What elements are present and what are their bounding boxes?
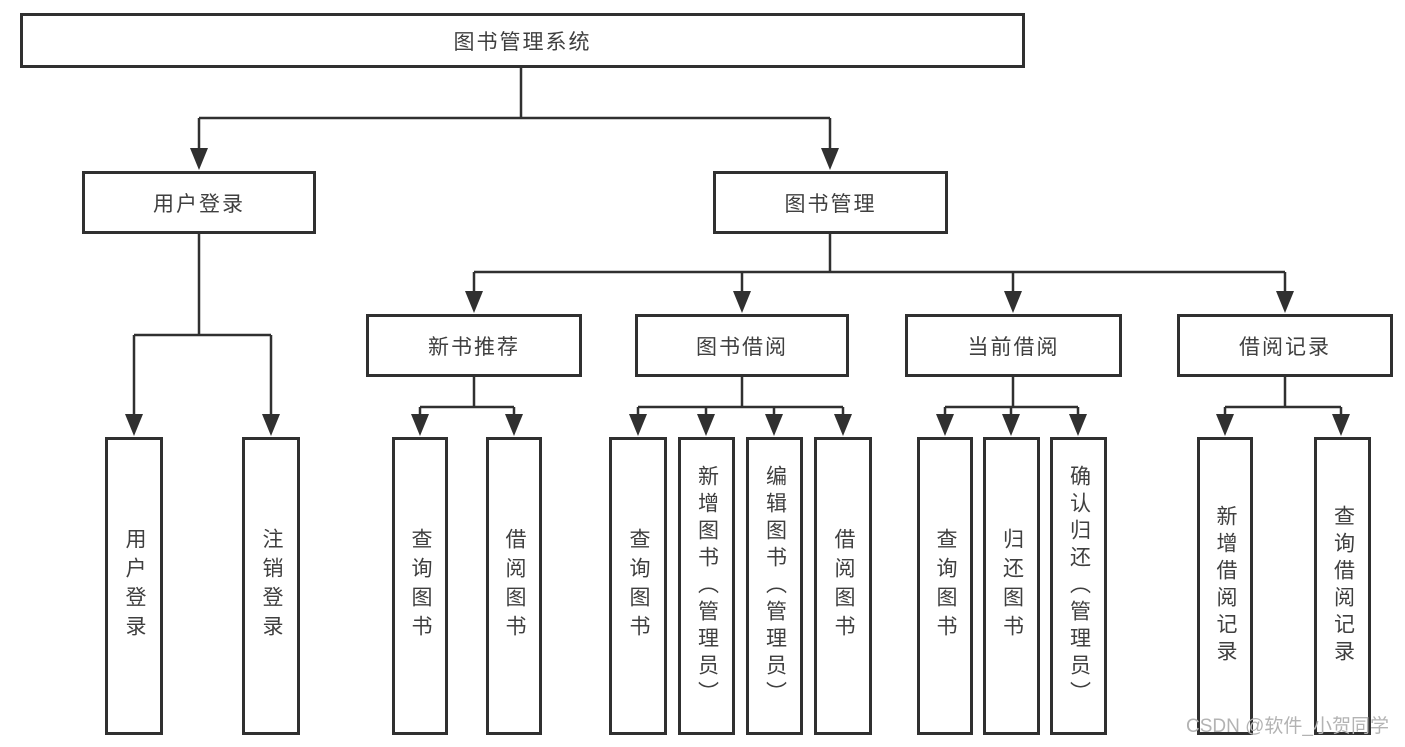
node-user-login-label: 用户登录 bbox=[153, 192, 245, 216]
leaf-return-book: 归还图书 bbox=[983, 437, 1040, 735]
node-book-borrow-label: 图书借阅 bbox=[696, 335, 788, 359]
leaf-edit-book-admin: 编辑图书（管理员） bbox=[746, 437, 803, 735]
leaf-current-query-book: 查询图书 bbox=[917, 437, 973, 735]
node-user-login: 用户登录 bbox=[82, 171, 316, 234]
node-book-borrow: 图书借阅 bbox=[635, 314, 849, 377]
leaf-add-book-admin-label: 新增图书（管理员） bbox=[695, 464, 719, 708]
node-new-book-recommend-label: 新书推荐 bbox=[428, 335, 520, 359]
node-borrow-records-label: 借阅记录 bbox=[1239, 335, 1331, 359]
node-new-book-recommend: 新书推荐 bbox=[366, 314, 582, 377]
leaf-confirm-return-admin: 确认归还（管理员） bbox=[1050, 437, 1107, 735]
node-book-management: 图书管理 bbox=[713, 171, 948, 234]
leaf-user-login-label: 用户登录 bbox=[123, 528, 147, 644]
leaf-user-login: 用户登录 bbox=[105, 437, 163, 735]
leaf-add-borrow-record: 新增借阅记录 bbox=[1197, 437, 1253, 735]
leaf-query-borrow-record-label: 查询借阅记录 bbox=[1331, 505, 1355, 667]
node-book-management-label: 图书管理 bbox=[784, 192, 877, 216]
leaf-borrow-query-book-label: 查询图书 bbox=[627, 528, 651, 644]
leaf-return-book-label: 归还图书 bbox=[1000, 528, 1024, 644]
leaf-logout-login: 注销登录 bbox=[242, 437, 300, 735]
leaf-recommend-query-book-label: 查询图书 bbox=[409, 528, 433, 644]
csdn-watermark: CSDN @软件_小贺同学 bbox=[1186, 716, 1389, 737]
leaf-borrow-query-book: 查询图书 bbox=[609, 437, 667, 735]
leaf-recommend-borrow-book-label: 借阅图书 bbox=[503, 528, 527, 644]
leaf-borrow-book: 借阅图书 bbox=[814, 437, 872, 735]
leaf-logout-login-label: 注销登录 bbox=[260, 528, 284, 644]
leaf-borrow-book-label: 借阅图书 bbox=[832, 528, 856, 644]
node-borrow-records: 借阅记录 bbox=[1177, 314, 1393, 377]
leaf-edit-book-admin-label: 编辑图书（管理员） bbox=[763, 464, 787, 708]
leaf-recommend-borrow-book: 借阅图书 bbox=[486, 437, 542, 735]
node-root: 图书管理系统 bbox=[20, 13, 1025, 68]
leaf-add-book-admin: 新增图书（管理员） bbox=[678, 437, 735, 735]
leaf-query-borrow-record: 查询借阅记录 bbox=[1314, 437, 1371, 735]
node-current-borrow: 当前借阅 bbox=[905, 314, 1122, 377]
node-current-borrow-label: 当前借阅 bbox=[967, 335, 1060, 359]
leaf-add-borrow-record-label: 新增借阅记录 bbox=[1214, 505, 1238, 667]
leaf-current-query-book-label: 查询图书 bbox=[934, 528, 958, 644]
leaf-recommend-query-book: 查询图书 bbox=[392, 437, 448, 735]
leaf-confirm-return-admin-label: 确认归还（管理员） bbox=[1067, 464, 1091, 708]
node-root-label: 图书管理系统 bbox=[453, 30, 592, 54]
